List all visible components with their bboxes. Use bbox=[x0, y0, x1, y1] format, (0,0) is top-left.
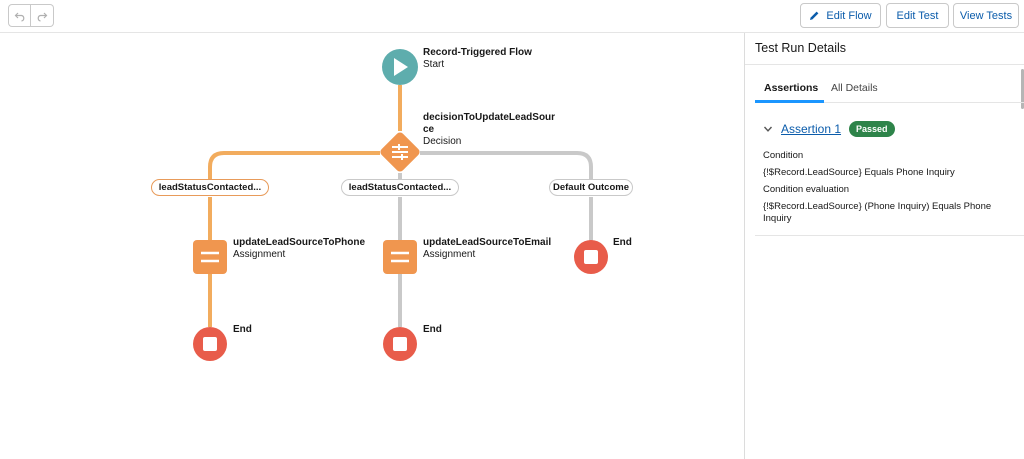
evaluation-value: {!$Record.LeadSource} (Phone Inquiry) Eq… bbox=[763, 201, 992, 224]
redo-button[interactable] bbox=[31, 4, 54, 27]
end-label: End bbox=[423, 324, 442, 335]
start-node[interactable] bbox=[382, 49, 418, 85]
condition-value: {!$Record.LeadSource} Equals Phone Inqui… bbox=[763, 167, 955, 178]
start-title: Record-Triggered Flow bbox=[423, 47, 532, 58]
condition-label: Condition bbox=[763, 150, 804, 161]
tab-assertions[interactable]: Assertions bbox=[764, 82, 818, 94]
assignment-icon bbox=[391, 251, 409, 263]
test-run-details-panel: Test Run Details Assertions All Details … bbox=[744, 33, 1024, 459]
toolbar: Edit Flow Edit Test View Tests bbox=[0, 0, 1024, 33]
edit-flow-button[interactable]: Edit Flow bbox=[800, 3, 881, 28]
assertion-name-link[interactable]: Assertion 1 bbox=[781, 122, 842, 136]
view-tests-label: View Tests bbox=[959, 9, 1013, 22]
connector-right-branch bbox=[420, 151, 593, 241]
tab-all-details[interactable]: All Details bbox=[831, 82, 878, 94]
end-node-email[interactable] bbox=[383, 327, 417, 361]
tab-label: All Details bbox=[831, 82, 878, 94]
end-label: End bbox=[233, 324, 252, 335]
divider bbox=[755, 235, 1024, 236]
outcome-label: leadStatusContacted... bbox=[158, 182, 262, 193]
decision-icon bbox=[392, 144, 408, 160]
stop-icon bbox=[584, 250, 598, 264]
panel-title: Test Run Details bbox=[755, 41, 847, 55]
assignment-phone-label: updateLeadSourceToPhone Assignment bbox=[233, 237, 365, 261]
assignment-icon bbox=[201, 251, 219, 263]
active-tab-indicator bbox=[755, 100, 824, 103]
stop-icon bbox=[393, 337, 407, 351]
edit-test-button[interactable]: Edit Test bbox=[886, 3, 949, 28]
start-node-label: Record-Triggered Flow Start bbox=[423, 47, 532, 71]
assignment-node-phone[interactable] bbox=[193, 240, 227, 274]
decision-subtitle: Decision bbox=[423, 136, 462, 147]
assertion-header: Assertion 1 Passed bbox=[763, 121, 895, 137]
panel-tabs: Assertions All Details bbox=[755, 77, 1024, 103]
undo-button[interactable] bbox=[8, 4, 31, 27]
end-label: End bbox=[613, 237, 632, 248]
end-node-default[interactable] bbox=[574, 240, 608, 274]
decision-node-label: decisionToUpdateLeadSour ce Decision bbox=[423, 112, 555, 148]
tab-label: Assertions bbox=[764, 82, 819, 94]
panel-scrollbar[interactable] bbox=[1021, 69, 1024, 109]
undo-redo-group bbox=[8, 4, 54, 27]
outcome-pill-default[interactable]: Default Outcome bbox=[549, 179, 633, 196]
start-subtitle: Start bbox=[423, 59, 445, 70]
end-default-label: End bbox=[613, 237, 632, 249]
view-tests-button[interactable]: View Tests bbox=[953, 3, 1019, 28]
assignment-subtitle: Assignment bbox=[423, 249, 476, 260]
status-badge: Passed bbox=[849, 121, 895, 137]
decision-title-line1: decisionToUpdateLeadSour bbox=[423, 112, 556, 123]
outcome-label: leadStatusContacted... bbox=[348, 182, 452, 193]
decision-title-line2: ce bbox=[423, 124, 435, 135]
outcome-label: Default Outcome bbox=[552, 182, 629, 193]
outcome-pill-phone[interactable]: leadStatusContacted... bbox=[151, 179, 269, 196]
stop-icon bbox=[203, 337, 217, 351]
evaluation-label: Condition evaluation bbox=[763, 184, 850, 195]
flow-diagram bbox=[193, 49, 608, 361]
end-phone-label: End bbox=[233, 324, 252, 336]
decision-node[interactable] bbox=[379, 131, 421, 173]
assignment-subtitle: Assignment bbox=[233, 249, 286, 260]
end-email-label: End bbox=[423, 324, 442, 336]
assignment-email-label: updateLeadSourceToEmail Assignment bbox=[423, 237, 551, 261]
connector-left-branch bbox=[208, 151, 380, 327]
play-icon bbox=[394, 58, 408, 76]
assignment-node-email[interactable] bbox=[383, 240, 417, 274]
edit-test-label: Edit Test bbox=[896, 9, 939, 22]
redo-icon bbox=[37, 12, 48, 22]
flow-canvas[interactable]: Record-Triggered Flow Start decisionToUp… bbox=[0, 33, 744, 459]
assignment-title: updateLeadSourceToEmail bbox=[423, 237, 552, 248]
outcome-pill-email[interactable]: leadStatusContacted... bbox=[341, 179, 459, 196]
edit-flow-label: Edit Flow bbox=[826, 9, 872, 22]
divider bbox=[745, 64, 1024, 65]
pencil-icon bbox=[810, 11, 819, 20]
end-node-phone[interactable] bbox=[193, 327, 227, 361]
undo-icon bbox=[14, 12, 24, 22]
assignment-title: updateLeadSourceToPhone bbox=[233, 237, 366, 248]
chevron-down-icon[interactable] bbox=[763, 124, 773, 134]
